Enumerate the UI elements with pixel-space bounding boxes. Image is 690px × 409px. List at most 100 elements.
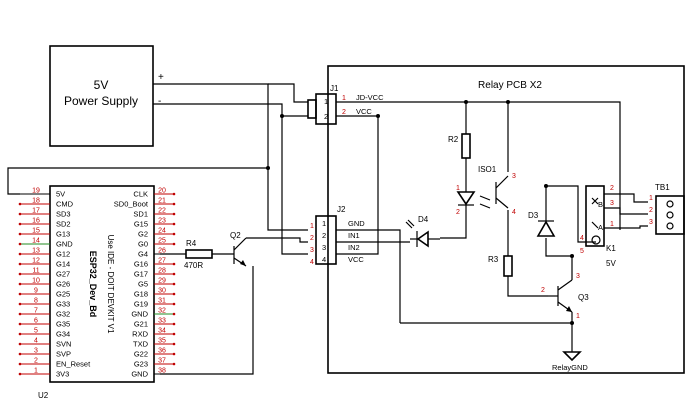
- transistor-q3: Q3 2 3 1: [541, 273, 589, 320]
- k1-coil: [591, 235, 601, 245]
- esp32-pin-number: 33: [158, 318, 166, 325]
- d4-ref: D4: [418, 215, 429, 224]
- k1-contact-a-label: A: [598, 223, 603, 232]
- q3-pin-emitter: 1: [576, 313, 580, 320]
- esp32-pin-name: G5: [138, 280, 148, 289]
- esp32-pin-number: 8: [34, 298, 38, 305]
- k1-pin3: 3: [610, 200, 614, 207]
- esp32-pin-number: 5: [34, 328, 38, 335]
- ground-symbol: RelayGND: [552, 351, 588, 372]
- esp32-pin-end: [172, 212, 176, 216]
- r4-ref: R4: [186, 239, 197, 248]
- esp32-pin-end: [18, 312, 22, 316]
- wire-r3-q3: [507, 276, 548, 297]
- d3-triangle: [536, 220, 556, 237]
- iso1-pin4: 4: [512, 209, 516, 216]
- j2-pin4: 4: [322, 255, 326, 264]
- esp32-pin-number: 28: [158, 268, 166, 275]
- esp32-pin-number: 37: [158, 358, 166, 365]
- wire-jd-vcc: [336, 101, 621, 230]
- esp32-pin-name: SVN: [56, 340, 71, 349]
- esp32-pin-end: [18, 372, 22, 376]
- tb1-screw-1: [666, 200, 674, 208]
- terminal-block-tb1: TB1 1 2 3: [649, 183, 685, 235]
- k1-pin4: 4: [580, 235, 584, 242]
- wire-gnd-inner: [336, 229, 401, 323]
- tb1-body: [655, 195, 685, 235]
- iso1-collector: [495, 175, 509, 189]
- esp32-pin-name: SD0_Boot: [114, 200, 149, 209]
- j2-pin1: 1: [322, 219, 326, 228]
- led-d4: D4: [405, 215, 440, 248]
- j2-net-in2: IN2: [348, 243, 360, 252]
- esp32-pin-name: 3V3: [56, 370, 69, 379]
- esp32-pin-end: [172, 192, 176, 196]
- q2-collector: [233, 237, 247, 251]
- esp32-pin-name: G13: [56, 230, 70, 239]
- esp32-pin-end: [18, 322, 22, 326]
- r3-body: [503, 255, 513, 277]
- esp32-pin-end: [172, 362, 176, 366]
- esp32-pin-number: 31: [158, 298, 166, 305]
- j1-pin2: 2: [324, 112, 328, 121]
- esp32-pin-name: SD2: [56, 220, 71, 229]
- esp32-pin-number: 36: [158, 348, 166, 355]
- esp32-pin-number: 10: [32, 278, 40, 285]
- esp32-right-pins: 20CLK21SD0_Boot22SD123G1524G225G026G427G…: [114, 188, 176, 379]
- esp32-pin-name: G21: [134, 320, 148, 329]
- j1-ref: J1: [330, 84, 339, 93]
- d4-triangle: [416, 230, 429, 248]
- esp32-pin-name: RXD: [132, 330, 148, 339]
- k1-pin1: 1: [610, 221, 614, 228]
- iso1-light-rays: [479, 195, 491, 209]
- power-supply-plus: +: [158, 72, 164, 83]
- j1-net-jd-vcc: JD-VCC: [356, 93, 384, 102]
- esp32-pin-name: SD3: [56, 210, 71, 219]
- power-supply-label: Power Supply: [64, 94, 138, 108]
- esp32-pin-name: G0: [138, 240, 148, 249]
- esp32-pin-name: G15: [134, 220, 148, 229]
- esp32-pin-name: GND: [131, 370, 148, 379]
- iso1-pin1: 1: [456, 185, 460, 192]
- esp32-pin-end: [18, 362, 22, 366]
- esp32-pin-name: G22: [134, 350, 148, 359]
- esp32-pin-number: 11: [32, 268, 39, 275]
- esp32-pin-number: 26: [158, 248, 166, 255]
- esp32-pin-name: SVP: [56, 350, 71, 359]
- iso1-emitter: [495, 197, 509, 209]
- u2-ref: U2: [38, 391, 49, 400]
- q3-collector: [557, 279, 573, 291]
- esp32-pin-number: 2: [34, 358, 38, 365]
- diode-d3: D3: [528, 200, 556, 237]
- esp32-pin-name: G27: [56, 270, 70, 279]
- esp32-pin-number: 30: [158, 288, 166, 295]
- esp32-module: U2 ESP32_Dev_Bd Use IDE - DOIT DEVKIT V1…: [18, 185, 176, 400]
- relay-pcb-title: Relay PCB X2: [478, 80, 542, 91]
- power-supply-box: [49, 45, 154, 147]
- esp32-pin-name: GND: [56, 240, 73, 249]
- wire-5v-to-j2: [267, 168, 308, 231]
- wire-d4-iso: [440, 218, 467, 239]
- esp32-pin-name: G19: [134, 300, 148, 309]
- esp32-pin-end: [18, 212, 22, 216]
- esp32-pin-end: [18, 332, 22, 336]
- k1-value: 5V: [606, 259, 616, 268]
- j2-pin1-num: 1: [310, 223, 314, 230]
- k1-pin5: 5: [580, 248, 584, 255]
- esp32-pin-end: [18, 252, 22, 256]
- k1-pin2: 2: [610, 185, 614, 192]
- esp32-pin-end: [18, 242, 22, 246]
- esp32-pin-end: [172, 302, 176, 306]
- esp32-pin-name: G4: [138, 250, 148, 259]
- optocoupler-iso1: ISO1 1 2 3 4: [456, 165, 516, 218]
- r2-ref: R2: [448, 135, 459, 144]
- esp32-pin-end: [18, 272, 22, 276]
- j2-pin3: 3: [322, 243, 326, 252]
- power-supply-voltage: 5V: [94, 78, 109, 92]
- junction: [266, 166, 270, 170]
- esp32-pin-number: 24: [158, 228, 166, 235]
- esp32-pin-name: G14: [56, 260, 70, 269]
- j1-pin2-num: 2: [342, 109, 346, 116]
- esp32-pin-number: 12: [32, 258, 40, 265]
- j2-net-gnd: GND: [348, 219, 365, 228]
